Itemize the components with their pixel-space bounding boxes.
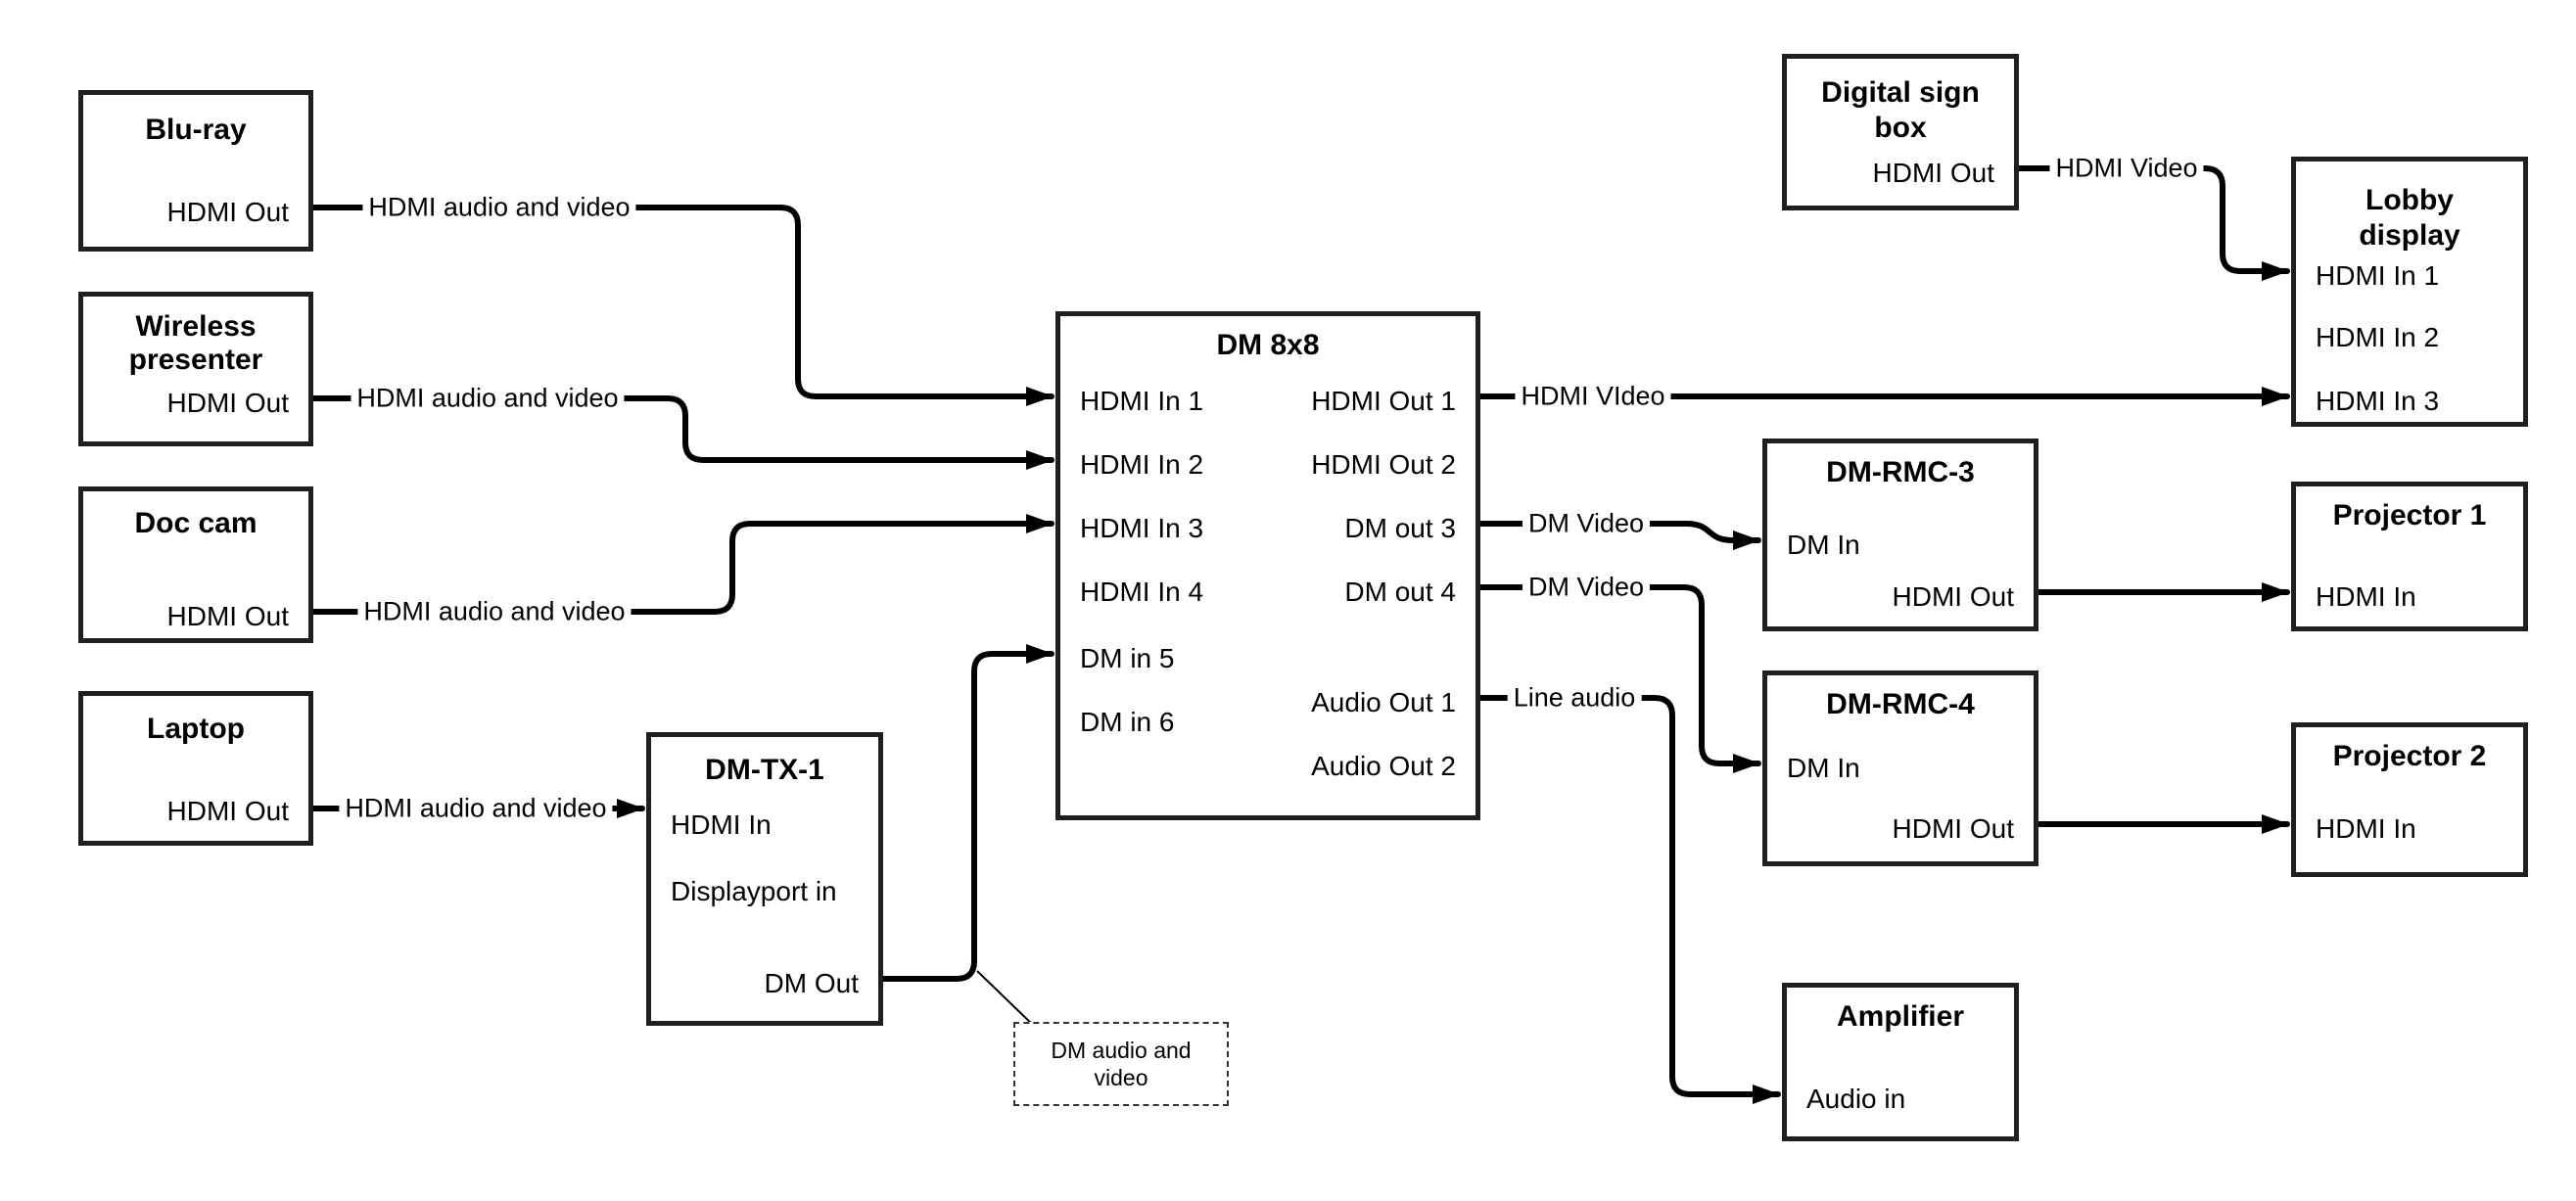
- port-hdmi-in: HDMI In: [671, 809, 772, 840]
- port-dm-in-6: DM in 6: [1080, 707, 1175, 737]
- connector-dm8x8-out3-to-rmc3: [1477, 521, 1761, 550]
- port-hdmi-out: HDMI Out: [166, 796, 289, 826]
- node-title: Projector 2: [2332, 740, 2487, 772]
- port-hdmi-out-2: HDMI Out 2: [1311, 449, 1456, 480]
- port-hdmi-out: HDMI Out: [1892, 813, 2014, 844]
- node-title: Amplifier: [1836, 1000, 1965, 1033]
- port-hdmi-out-1: HDMI Out 1: [1311, 386, 1456, 416]
- port-dm-in: DM In: [1787, 753, 1860, 783]
- edge-label-dm-video-out3: DM Video: [1522, 507, 1651, 540]
- node-digital-sign-box: Digital sign box HDMI Out: [1782, 54, 2019, 210]
- connector-wireless-to-dm8x8-in2: [310, 395, 1054, 470]
- edge-label-dm-video-out4: DM Video: [1522, 571, 1651, 604]
- connector-dm8x8-aout1-to-amp: [1477, 695, 1781, 1104]
- port-hdmi-in-3: HDMI In 3: [1080, 513, 1204, 543]
- node-title: Projector 1: [2332, 499, 2487, 531]
- node-amplifier: Amplifier Audio in: [1782, 983, 2019, 1141]
- port-dm-in: DM In: [1787, 530, 1860, 560]
- port-audio-out-1: Audio Out 1: [1311, 687, 1456, 717]
- port-hdmi-in-2: HDMI In 2: [1080, 449, 1204, 480]
- node-lobby-display: Lobby display HDMI In 1 HDMI In 2 HDMI I…: [2291, 157, 2528, 427]
- edge-label-hdmi-av-wireless: HDMI audio and video: [351, 382, 625, 415]
- port-hdmi-out: HDMI Out: [166, 197, 289, 227]
- note-text-line1: DM audio and: [1051, 1038, 1192, 1063]
- port-displayport-in: Displayport in: [671, 876, 837, 906]
- node-title: DM-RMC-4: [1826, 688, 1975, 720]
- port-hdmi-out: HDMI Out: [1892, 581, 2014, 612]
- leader-line-dm-audio-note: [976, 970, 1037, 1029]
- node-title: presenter: [128, 344, 263, 376]
- port-hdmi-in-4: HDMI In 4: [1080, 577, 1204, 607]
- port-audio-in: Audio in: [1806, 1084, 1906, 1114]
- port-hdmi-in-3: HDMI In 3: [2316, 386, 2440, 416]
- node-title: Blu-ray: [145, 114, 247, 146]
- node-title: Doc cam: [134, 507, 258, 539]
- connector-dm8x8-out4-to-rmc4: [1477, 584, 1761, 773]
- note-text-line2: video: [1094, 1065, 1148, 1090]
- connector-bluray-to-dm8x8-in1: [310, 205, 1054, 406]
- port-dm-in-5: DM in 5: [1080, 643, 1175, 673]
- node-title: Lobby: [2365, 184, 2454, 216]
- edge-label-line-audio: Line audio: [1507, 681, 1642, 715]
- connector-dmtx1-to-dm8x8-in5: [880, 644, 1054, 982]
- node-projector-1: Projector 1 HDMI In: [2291, 482, 2528, 631]
- port-hdmi-in: HDMI In: [2316, 581, 2416, 612]
- node-title: box: [1874, 112, 1927, 144]
- port-hdmi-in-1: HDMI In 1: [2316, 260, 2440, 291]
- node-title: Digital sign: [1821, 76, 1980, 109]
- edge-label-hdmi-av-laptop: HDMI audio and video: [339, 792, 613, 825]
- edge-label-hdmi-video-out1: HDMI VIdeo: [1515, 380, 1671, 413]
- port-hdmi-out: HDMI Out: [166, 388, 289, 418]
- node-title: display: [2359, 219, 2460, 252]
- port-hdmi-out: HDMI Out: [166, 601, 289, 631]
- node-laptop: Laptop HDMI Out: [78, 691, 313, 846]
- node-dm-rmc-3: DM-RMC-3 DM In HDMI Out: [1762, 439, 2038, 631]
- port-hdmi-in: HDMI In: [2316, 813, 2416, 844]
- port-hdmi-out: HDMI Out: [1872, 158, 1994, 188]
- port-hdmi-in-1: HDMI In 1: [1080, 386, 1204, 416]
- node-title: DM-RMC-3: [1826, 456, 1975, 488]
- node-dm-tx-1: DM-TX-1 HDMI In Displayport in DM Out: [646, 732, 883, 1026]
- node-wireless-presenter: Wireless presenter HDMI Out: [78, 292, 313, 446]
- port-dm-out-4: DM out 4: [1344, 577, 1456, 607]
- port-audio-out-2: Audio Out 2: [1311, 751, 1456, 781]
- node-title: DM-TX-1: [705, 754, 824, 786]
- connector-signbox-to-lobby-in1: [2016, 165, 2290, 281]
- port-dm-out-3: DM out 3: [1344, 513, 1456, 543]
- note-dm-audio-video: DM audio and video: [1013, 1022, 1229, 1106]
- edge-label-hdmi-av-bluray: HDMI audio and video: [362, 191, 636, 224]
- node-projector-2: Projector 2 HDMI In: [2291, 722, 2528, 877]
- node-doc-cam: Doc cam HDMI Out: [78, 486, 313, 643]
- port-hdmi-in-2: HDMI In 2: [2316, 322, 2440, 352]
- node-title: Laptop: [147, 713, 245, 745]
- node-bluray: Blu-ray HDMI Out: [78, 90, 313, 252]
- edge-label-hdmi-av-doccam: HDMI audio and video: [357, 595, 632, 628]
- node-dm-8x8: DM 8x8 HDMI In 1 HDMI In 2 HDMI In 3 HDM…: [1055, 311, 1480, 820]
- node-title: Wireless: [135, 310, 257, 343]
- port-dm-out: DM Out: [764, 968, 859, 998]
- connector-doccam-to-dm8x8-in3: [310, 514, 1054, 615]
- edge-label-hdmi-video-sign: HDMI Video: [2049, 152, 2204, 185]
- node-dm-rmc-4: DM-RMC-4 DM In HDMI Out: [1762, 670, 2038, 866]
- node-title: DM 8x8: [1216, 329, 1320, 361]
